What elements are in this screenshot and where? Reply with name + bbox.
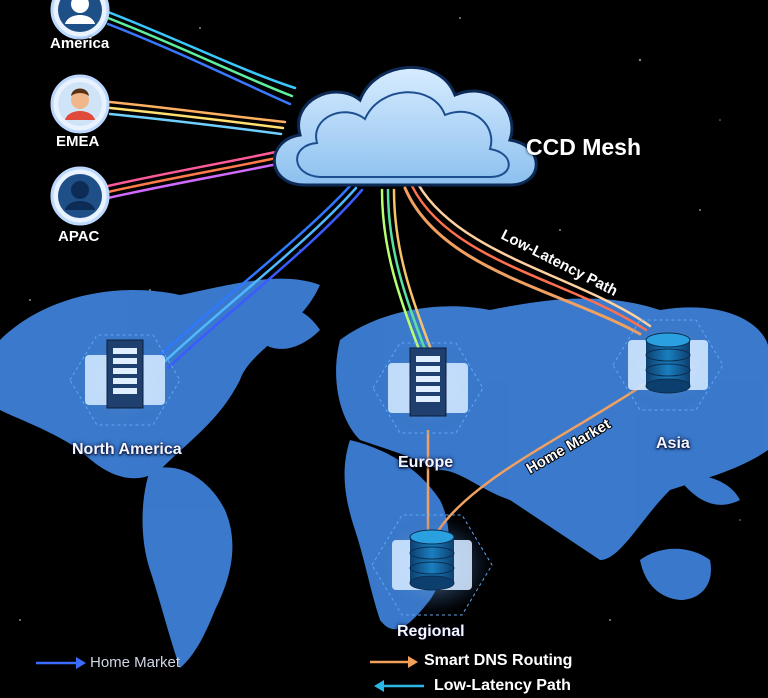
node-label-regional: Regional: [397, 623, 465, 640]
legend-label-home-market: Home Market: [90, 654, 181, 671]
user-cloud-links: [106, 10, 297, 200]
cloud-node-links: [153, 182, 652, 370]
user-avatar-apac: [50, 166, 110, 226]
legend-item-home-market: Home Market: [90, 654, 180, 671]
starfield: [19, 17, 741, 621]
legend-arrow-low-latency: [374, 680, 424, 692]
node-label-asia: Asia: [656, 435, 690, 452]
cloud-icon: [272, 65, 538, 187]
user-avatar-emea: [50, 74, 110, 134]
legend-arrow-home-market: [36, 657, 86, 669]
node-regional-database-icon: [371, 514, 493, 616]
user-avatar-america: [50, 0, 110, 40]
asia-regional-link: [434, 380, 649, 535]
legend-label-smart-dns: Smart DNS Routing: [424, 652, 573, 669]
node-asia-database-icon: [612, 319, 724, 411]
path-label-low-latency: Low-Latency Path: [498, 226, 620, 299]
legend-item-low-latency: Low-Latency Path: [434, 677, 571, 695]
node-europe-server-icon: [372, 342, 484, 434]
legend-arrow-smart-dns: [370, 656, 418, 668]
node-north-america-server-icon: [69, 334, 181, 426]
node-label-europe: Europe: [398, 454, 454, 471]
diagram-title: CCD Mesh: [526, 134, 642, 160]
user-label-emea: EMEA: [56, 133, 100, 150]
node-label-north-america: North America: [72, 441, 182, 458]
legend-label-low-latency: Low-Latency Path: [434, 677, 571, 694]
user-label-apac: APAC: [58, 228, 100, 245]
legend-item-smart-dns: Smart DNS Routing: [424, 652, 572, 670]
user-label-america: America: [50, 35, 110, 52]
